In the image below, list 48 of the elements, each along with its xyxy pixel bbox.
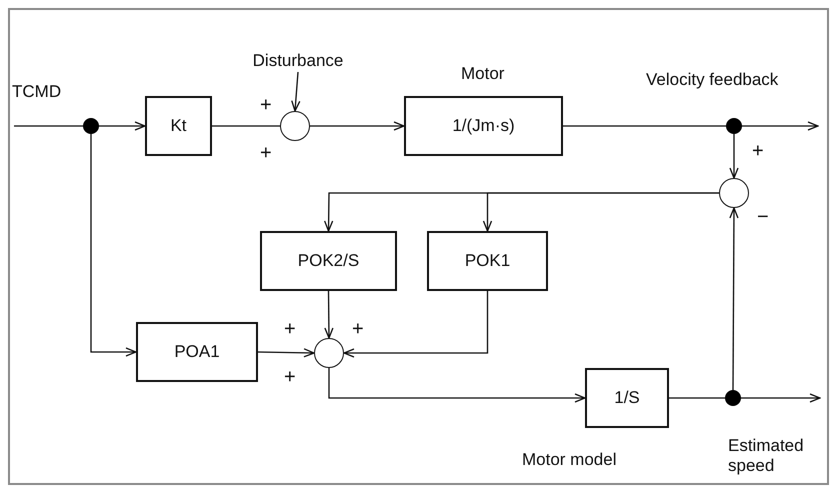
- transfer-function-block: [404, 96, 563, 156]
- summing-junction: [280, 111, 310, 141]
- signal-arrow: [729, 207, 739, 390]
- block-text: POK1: [464, 251, 510, 271]
- sign-label: +: [284, 318, 296, 341]
- signal-arrow: [90, 134, 137, 357]
- summing-junction: [314, 338, 344, 368]
- sign-label: +: [284, 366, 296, 389]
- signal-label: TCMD: [12, 82, 62, 102]
- branch-point: [725, 390, 741, 406]
- signal-arrow: [343, 291, 488, 358]
- block-text: 1/(Jm·s): [452, 116, 515, 136]
- branch-point: [726, 118, 742, 134]
- signal-arrow: [310, 121, 405, 131]
- signal-arrow: [258, 348, 315, 358]
- sign-label: −: [757, 206, 769, 229]
- summing-junction: [719, 178, 749, 208]
- signal-arrow: [729, 134, 739, 179]
- sign-label: +: [260, 94, 272, 117]
- signal-label: Estimated speed: [728, 436, 805, 476]
- transfer-function-block: [136, 322, 258, 382]
- signal-line: [669, 397, 725, 399]
- block-text: Kt: [170, 116, 187, 136]
- signal-label: Velocity feedback: [646, 70, 778, 90]
- signal-arrow: [291, 72, 300, 112]
- transfer-function-block: [427, 231, 548, 291]
- signal-arrow: [328, 368, 586, 403]
- signal-line: [212, 125, 280, 127]
- signal-label: Motor model: [522, 450, 616, 470]
- sign-label: +: [352, 318, 364, 341]
- sign-label: +: [260, 142, 272, 165]
- branch-point: [83, 118, 99, 134]
- input-label: Disturbance: [250, 50, 346, 72]
- block-text: POA1: [174, 342, 220, 362]
- sign-label: +: [752, 140, 764, 163]
- transfer-function-block: [260, 231, 397, 291]
- signal-arrow: [482, 192, 719, 232]
- block-text: POK2/S: [298, 251, 360, 271]
- signal-line: [563, 125, 726, 127]
- signal-line: [14, 125, 83, 127]
- signal-arrow: [741, 393, 821, 403]
- signal-label: Motor: [461, 64, 504, 84]
- transfer-function-block: [145, 96, 212, 156]
- signal-arrow: [324, 291, 334, 339]
- block-text: 1/S: [614, 388, 640, 408]
- signal-arrow: [742, 121, 819, 131]
- signal-arrow: [99, 121, 146, 131]
- transfer-function-block: [585, 368, 669, 428]
